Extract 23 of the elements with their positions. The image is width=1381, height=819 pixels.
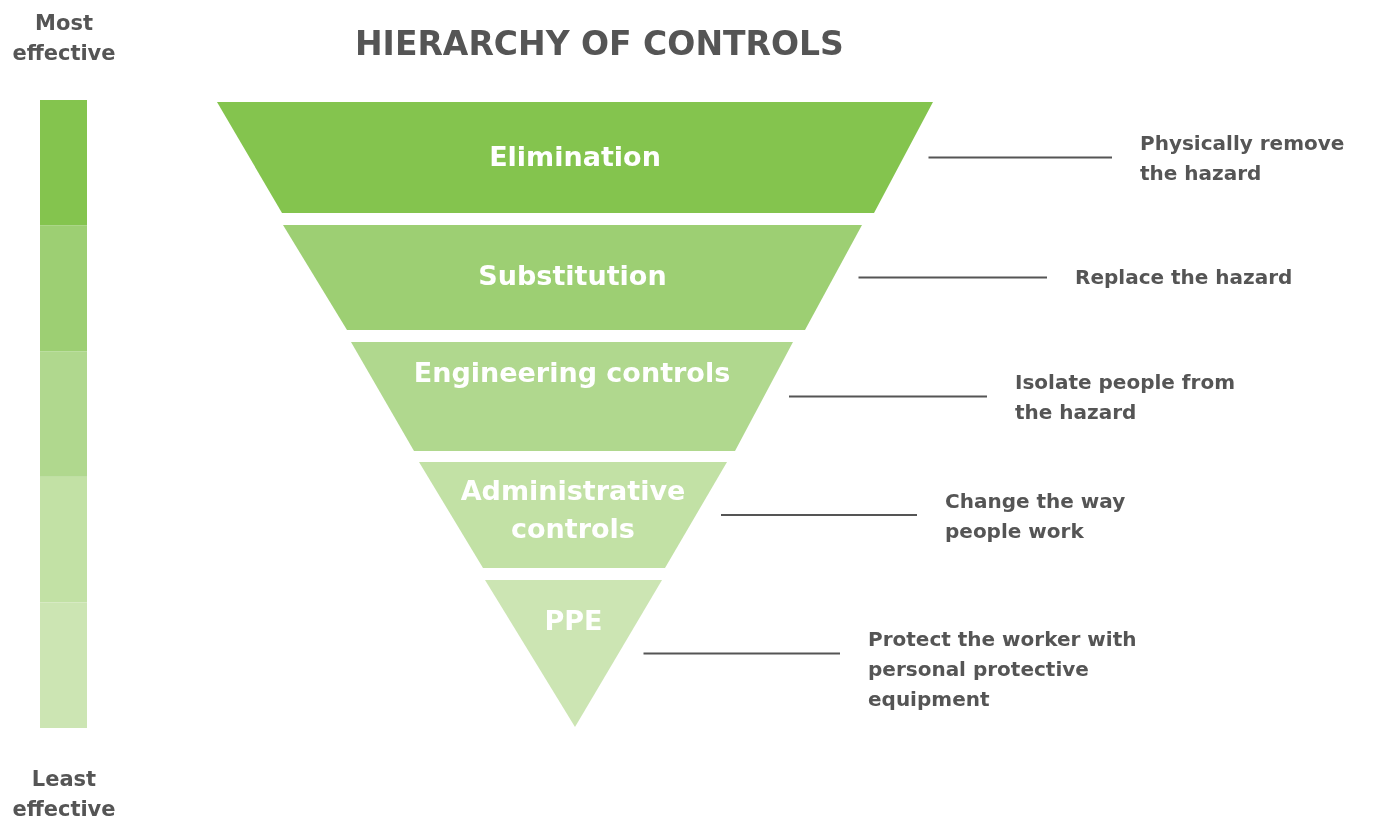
connector-line bbox=[788, 395, 988, 398]
pyramid-tier bbox=[283, 225, 862, 330]
description-text: Change the way people work bbox=[945, 486, 1185, 546]
pyramid-tier bbox=[217, 102, 933, 213]
scale-label: Least effective bbox=[11, 766, 117, 819]
tier-label: Elimination bbox=[488, 140, 662, 174]
tier-label: Administrative controls bbox=[459, 474, 687, 546]
scale-label: Most effective bbox=[11, 10, 117, 67]
connector-line bbox=[927, 156, 1113, 159]
connector-line bbox=[857, 276, 1048, 279]
description-text: Isolate people from the hazard bbox=[1015, 367, 1275, 427]
tier-label: PPE bbox=[543, 604, 604, 638]
description-text: Replace the hazard bbox=[1075, 262, 1335, 292]
description-text: Physically remove the hazard bbox=[1140, 128, 1375, 188]
tier-label: Substitution bbox=[477, 259, 668, 293]
pyramid-tier bbox=[351, 342, 793, 451]
pyramid-tier bbox=[485, 580, 662, 727]
connector-line bbox=[720, 514, 918, 516]
connector-line bbox=[642, 652, 841, 655]
tier-label: Engineering controls bbox=[412, 356, 732, 390]
description-text: Protect the worker with personal protective equipment bbox=[868, 624, 1198, 714]
title: HIERARCHY OF CONTROLS bbox=[355, 24, 844, 63]
pyramid-tier bbox=[419, 462, 727, 568]
